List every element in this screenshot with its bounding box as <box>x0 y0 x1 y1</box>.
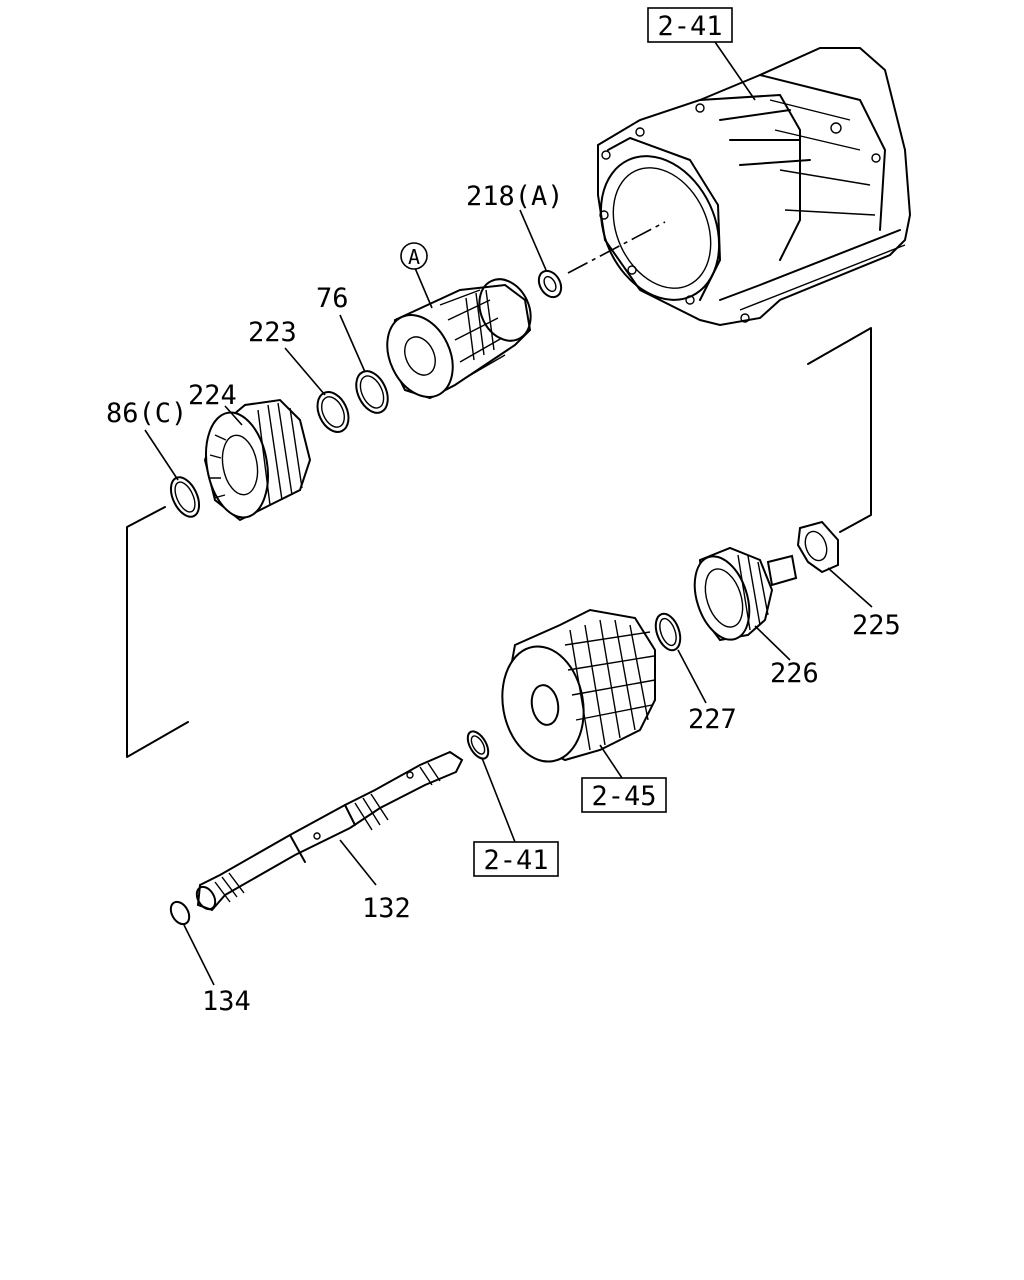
label-76: 76 <box>316 283 349 314</box>
ref-box-mid <box>581 777 667 813</box>
part-227-ring <box>654 612 682 652</box>
axis-centerline <box>567 221 666 274</box>
label-134: 134 <box>202 986 251 1017</box>
part-223-ring <box>316 391 350 433</box>
part-drum-a <box>386 278 532 400</box>
label-86c: 86(C) <box>106 398 187 429</box>
transmission-case <box>597 47 912 327</box>
label-224: 224 <box>188 380 237 411</box>
bracket-left <box>126 506 189 758</box>
label-226: 226 <box>770 658 819 689</box>
part-86c-ring <box>169 476 201 518</box>
ref-box-bottom <box>473 841 559 877</box>
part-218a-washer <box>537 269 563 299</box>
label-223: 223 <box>248 317 297 348</box>
ref-box-bottom-label: 2-41 <box>483 845 548 876</box>
callout-circle-a-label: A <box>408 245 420 269</box>
ref-box-top <box>647 7 733 43</box>
part-224-gear <box>203 398 312 522</box>
part-clutch-drum <box>501 608 656 763</box>
leader-lines <box>144 41 873 986</box>
bracket-right <box>807 327 872 533</box>
label-227: 227 <box>688 704 737 735</box>
part-small-ring <box>466 730 490 760</box>
part-132-shaft <box>195 750 464 912</box>
callout-circle-a <box>400 242 428 270</box>
ref-box-top-label: 2-41 <box>657 11 722 42</box>
part-134-ring <box>169 900 191 926</box>
part-226-gear <box>693 546 798 642</box>
ref-box-mid-label: 2-45 <box>591 781 656 812</box>
part-225-washer <box>796 520 839 574</box>
part-76-snap-ring <box>355 370 389 414</box>
label-225: 225 <box>852 610 901 641</box>
label-218a: 218(A) <box>466 181 564 212</box>
label-132: 132 <box>362 893 411 924</box>
